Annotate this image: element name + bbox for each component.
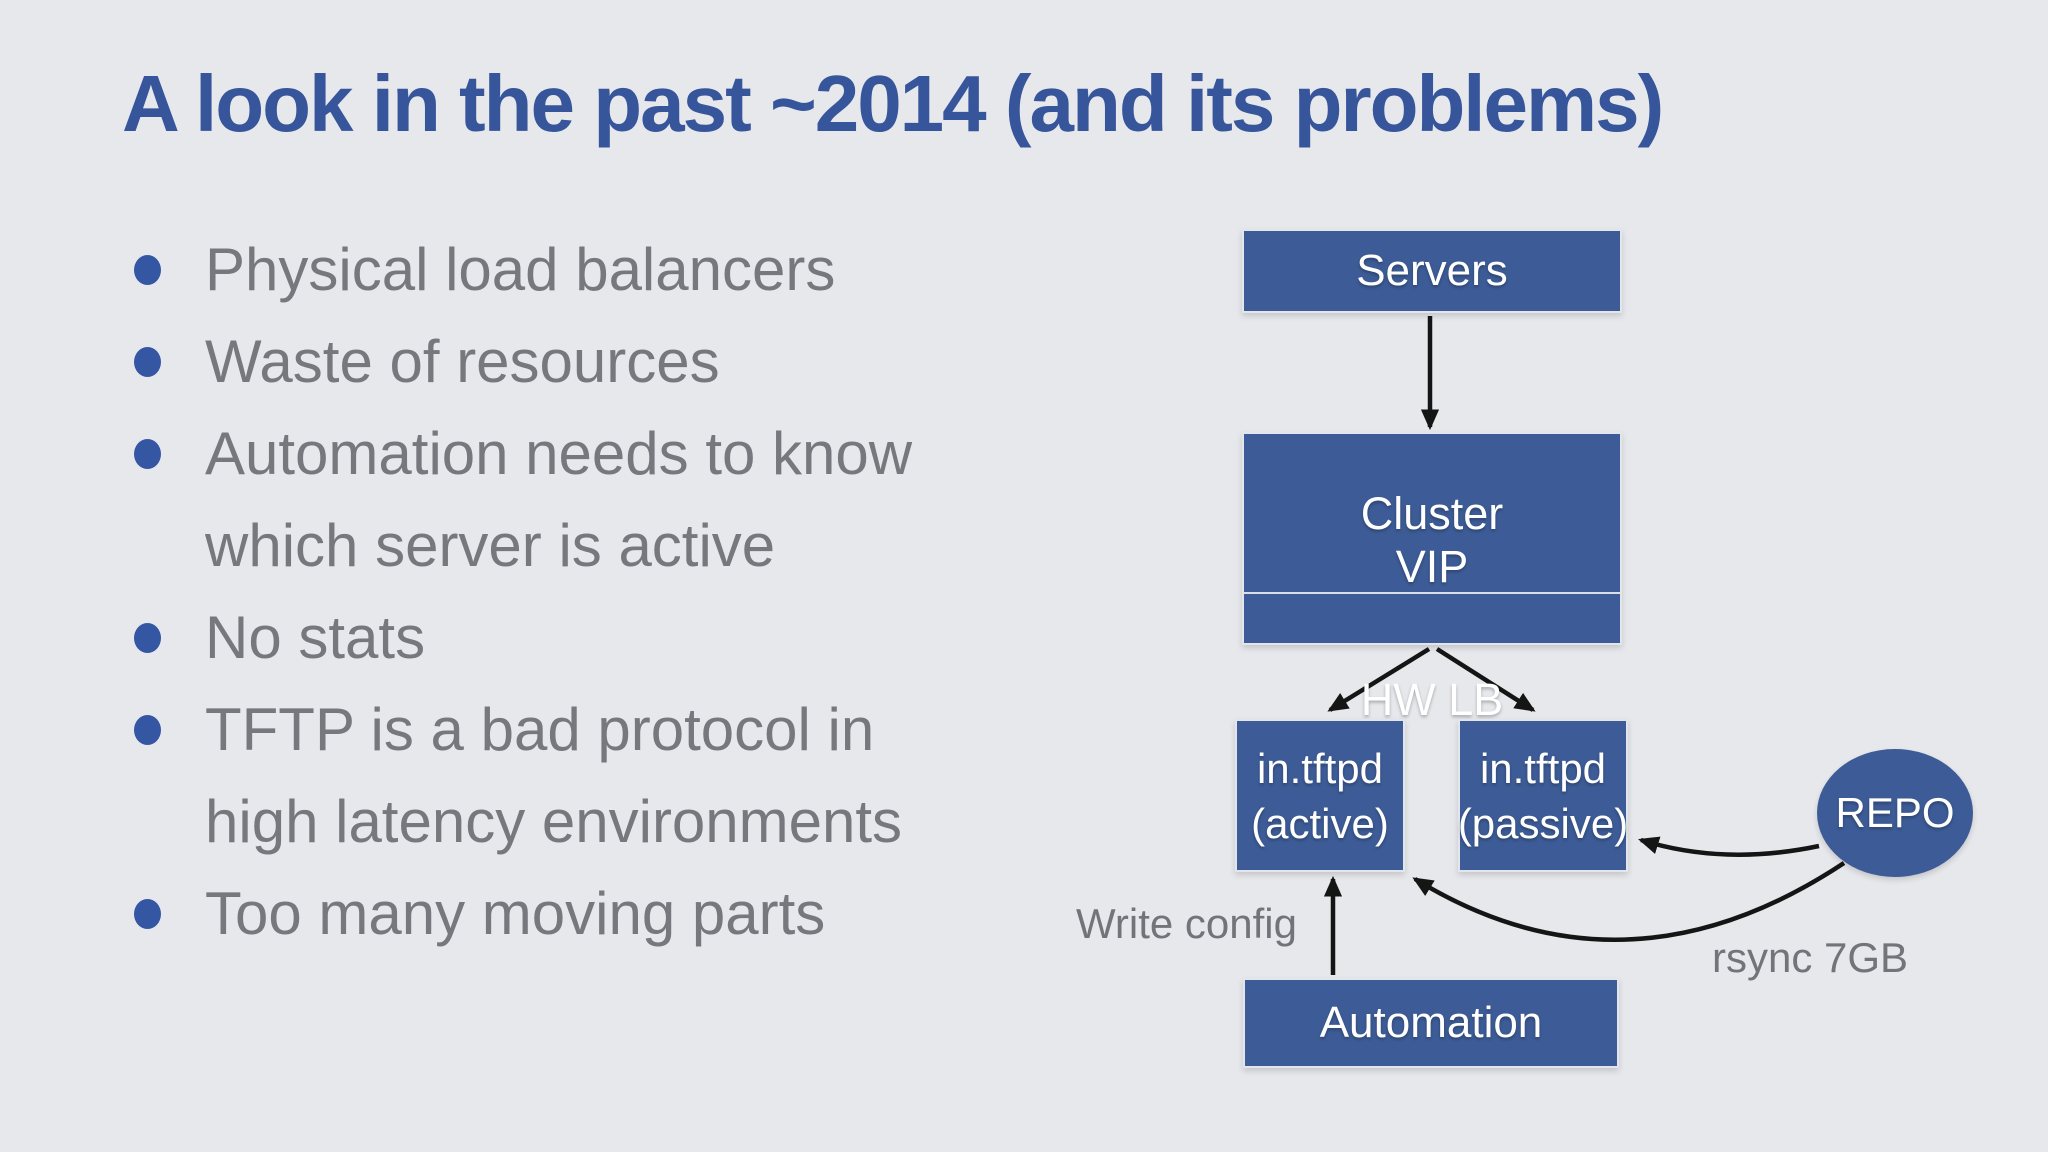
- list-item: Automation needs to know which server is…: [132, 408, 912, 592]
- list-item: No stats: [132, 592, 912, 684]
- node-cluster-vip: Cluster VIP: [1244, 488, 1620, 594]
- bullet-dot-icon: [134, 347, 161, 377]
- bullet-text: TFTP is a bad protocol in high latency e…: [205, 696, 903, 855]
- bullet-list: Physical load balancers Waste of resourc…: [132, 224, 912, 960]
- bullet-text: Too many moving parts: [205, 880, 826, 947]
- bullet-dot-icon: [134, 899, 161, 929]
- page-title: A look in the past ~2014 (and its proble…: [122, 59, 1664, 148]
- node-repo: REPO: [1817, 749, 1973, 877]
- edge-label-rsync: rsync 7GB: [1712, 934, 1909, 981]
- node-tftpd-active: in.tftpd (active): [1235, 719, 1405, 872]
- arrow-repo-to-passive: [1638, 836, 1820, 857]
- node-servers: Servers: [1242, 229, 1622, 313]
- node-hw-lb: HW LB: [1360, 674, 1504, 725]
- node-cluster-hwlb: Cluster VIP HW LB: [1242, 432, 1622, 725]
- node-automation: Automation: [1243, 978, 1619, 1068]
- bullet-text: Physical load balancers: [205, 236, 836, 303]
- bullet-dot-icon: [134, 715, 161, 745]
- bullet-dot-icon: [134, 255, 161, 285]
- bullet-dot-icon: [134, 439, 161, 469]
- list-item: Too many moving parts: [132, 868, 912, 960]
- list-item: TFTP is a bad protocol in high latency e…: [132, 684, 912, 868]
- edge-label-write-config: Write config: [1076, 900, 1297, 947]
- arrow-repo-to-active-rsync: [1412, 861, 1846, 942]
- list-item: Waste of resources: [132, 316, 912, 408]
- bullet-text: No stats: [205, 604, 426, 671]
- node-tftpd-passive: in.tftpd (passive): [1458, 719, 1628, 872]
- bullet-text: Waste of resources: [205, 328, 720, 395]
- list-item: Physical load balancers: [132, 224, 912, 316]
- bullet-dot-icon: [134, 623, 161, 653]
- bullet-text: Automation needs to know which server is…: [205, 420, 913, 579]
